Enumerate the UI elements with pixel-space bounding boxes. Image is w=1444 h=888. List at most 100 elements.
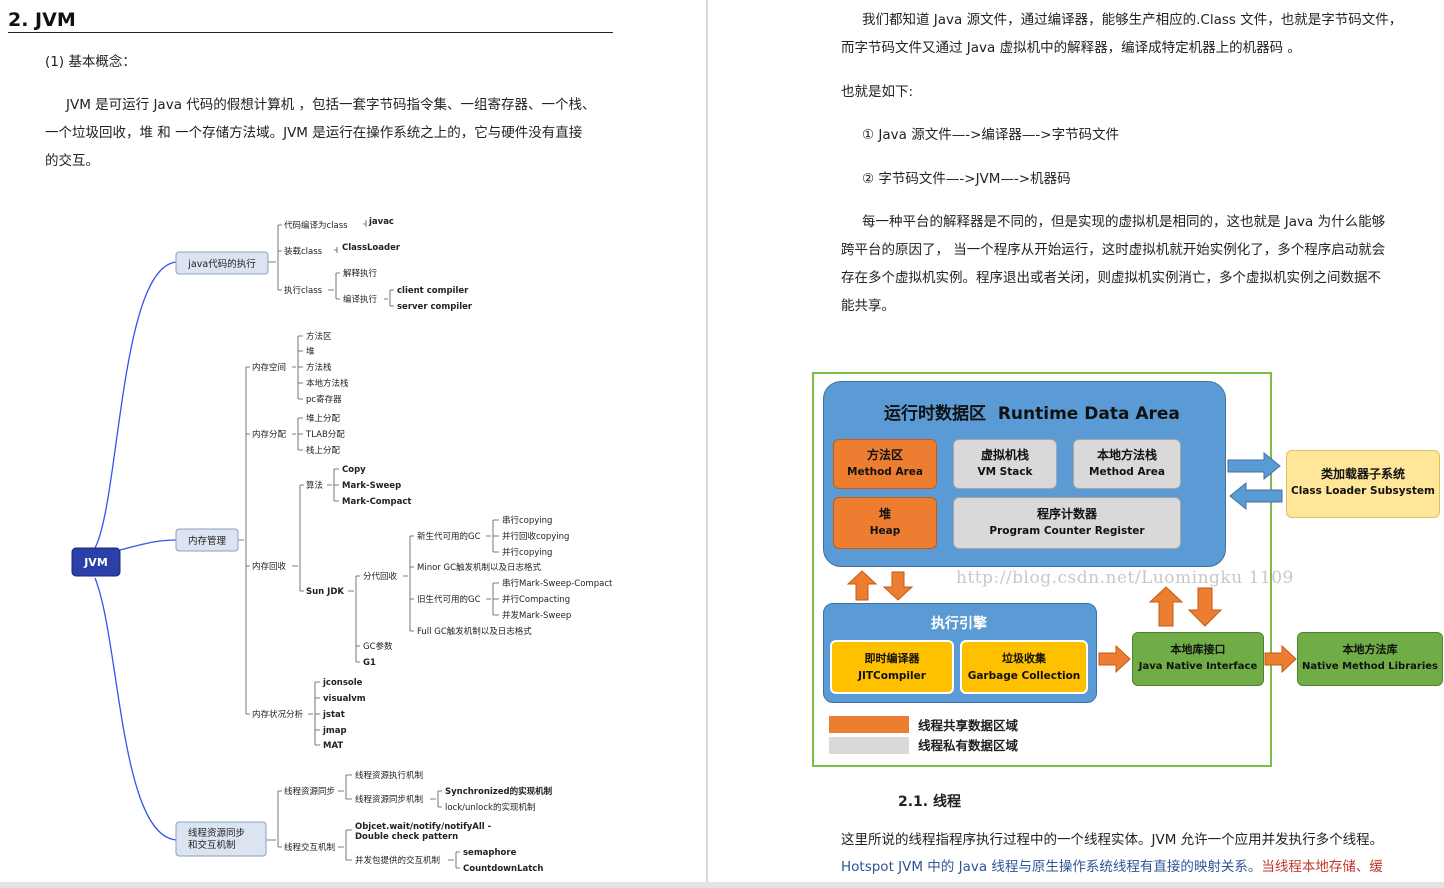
svg-text:方法区: 方法区 — [306, 331, 332, 342]
left-page — [0, 0, 706, 888]
svg-text:ClassLoader: ClassLoader — [342, 243, 401, 253]
svg-text:javac: javac — [368, 217, 394, 227]
svg-text:代码编译为class: 代码编译为class — [284, 220, 348, 231]
svg-text:线程资源同步: 线程资源同步 — [284, 786, 335, 797]
box-label: 垃圾收集 — [1002, 652, 1046, 665]
svg-text:方法栈: 方法栈 — [306, 362, 332, 373]
svg-text:并行copying: 并行copying — [502, 547, 552, 558]
engine-title: 执行引擎 — [931, 616, 987, 632]
svg-text:本地方法栈: 本地方法栈 — [306, 378, 349, 389]
svg-text:Copy: Copy — [342, 465, 366, 475]
svg-text:内存空间: 内存空间 — [252, 362, 286, 373]
mindmap-label: 内存管理 — [188, 535, 227, 547]
svg-text:线程资源同步机制: 线程资源同步机制 — [355, 794, 423, 805]
runtime-title-cn: 运行时数据区 — [884, 404, 986, 424]
svg-text:semaphore: semaphore — [463, 848, 517, 858]
box-label: Garbage Collection — [967, 670, 1081, 682]
svg-text:解释执行: 解释执行 — [343, 268, 378, 279]
svg-text:jstat: jstat — [322, 710, 345, 720]
mindmap-label: 线程资源同步 — [188, 827, 245, 839]
svg-text:装载class: 装载class — [284, 246, 323, 257]
step-2: ② 字节码文件—->JVM—->机器码 — [862, 171, 1071, 187]
legend-private-label: 线程私有数据区域 — [918, 738, 1019, 753]
arrow-right-icon — [1098, 645, 1131, 673]
mindmap-node-mem — [175, 528, 239, 552]
subheading: (1) 基本概念： — [45, 54, 136, 70]
svg-text:visualvm: visualvm — [323, 694, 366, 704]
section-heading: 2. JVM — [8, 9, 76, 31]
highlight-blue: Hotspot JVM 中的 Java 线程与原生操作系统线程有直接的映射关系。 — [841, 859, 1262, 875]
box-label: 虚拟机栈 — [980, 448, 1029, 462]
mindmap-node-exec — [175, 251, 269, 275]
svg-text:lock/unlock的实现机制: lock/unlock的实现机制 — [445, 802, 535, 813]
method-area-box: 方法区 Method Area — [833, 439, 937, 489]
svg-text:G1: G1 — [363, 658, 376, 668]
svg-text:串行copying: 串行copying — [502, 515, 552, 526]
svg-text:串行Mark-Sweep-Compact: 串行Mark-Sweep-Compact — [502, 578, 613, 589]
subsection-heading: 2.1. 线程 — [898, 794, 961, 810]
arrow-left-icon — [1229, 481, 1283, 511]
svg-text:GC参数: GC参数 — [363, 641, 393, 652]
page-divider — [706, 0, 708, 888]
box-label: Program Counter Register — [989, 525, 1145, 537]
svg-text:内存状况分析: 内存状况分析 — [252, 709, 304, 720]
svg-text:Synchronized的实现机制: Synchronized的实现机制 — [445, 786, 553, 797]
box-label: 程序计数器 — [1036, 507, 1097, 521]
svg-text:线程资源执行机制: 线程资源执行机制 — [355, 770, 423, 781]
watermark: http://blog.csdn.net/Luomingku 1109 — [956, 568, 1294, 588]
mindmap-root-node — [71, 547, 121, 577]
arrow-up-icon — [846, 570, 878, 601]
highlight-red: 当线程本地存储、缓 — [1261, 859, 1383, 875]
svg-text:pc寄存器: pc寄存器 — [306, 394, 342, 405]
box-label: 本地方法库 — [1342, 643, 1398, 656]
heap-box: 堆 Heap — [833, 497, 937, 549]
svg-text:Objcet.wait/notify/notifyAll -: Objcet.wait/notify/notifyAll - — [355, 822, 492, 832]
box-label: VM Stack — [977, 466, 1033, 478]
box-label: Class Loader Subsystem — [1291, 485, 1435, 497]
pc-register-box: 程序计数器 Program Counter Register — [953, 497, 1181, 549]
svg-text:堆上分配: 堆上分配 — [306, 413, 341, 424]
svg-text:栈上分配: 栈上分配 — [306, 445, 341, 456]
svg-text:旧生代可用的GC: 旧生代可用的GC — [417, 594, 481, 605]
engine-jni-arrow — [1098, 645, 1131, 673]
native-stack-box: 本地方法栈 Method Area — [1073, 439, 1181, 489]
jvm-mindmap: JVM java代码的执行 内存管理 线程资源同步 和交互机制 代码编译为cla… — [71, 217, 613, 874]
svg-text:编译执行: 编译执行 — [343, 294, 378, 305]
svg-text:client compiler: client compiler — [397, 286, 469, 296]
runtime-engine-arrows — [846, 570, 914, 601]
box-label: 堆 — [878, 507, 891, 521]
class-loader-box: 类加载器子系统 Class Loader Subsystem — [1286, 450, 1440, 518]
svg-text:并行Compacting: 并行Compacting — [502, 594, 570, 605]
paragraph-line: JVM 是可运行 Java 代码的假想计算机 ，包括一套字节码指令集、一组寄存器… — [66, 97, 596, 113]
mindmap-root-label: JVM — [83, 556, 108, 569]
box-label: Java Native Interface — [1138, 661, 1258, 672]
svg-text:jmap: jmap — [322, 726, 347, 736]
svg-text:堆: 堆 — [306, 346, 315, 357]
svg-text:并发Mark-Sweep: 并发Mark-Sweep — [502, 610, 571, 621]
svg-text:server compiler: server compiler — [397, 302, 473, 312]
paragraph-line: 存在多个虚拟机实例。程序退出或者关闭，则虚拟机实例消亡，多个虚拟机实例之间数据不 — [841, 270, 1381, 286]
garbage-collection-box: 垃圾收集 Garbage Collection — [960, 640, 1088, 694]
svg-text:并发包提供的交互机制: 并发包提供的交互机制 — [355, 855, 440, 866]
svg-text:Full GC触发机制以及日志格式: Full GC触发机制以及日志格式 — [417, 626, 532, 637]
legend-private-swatch — [829, 737, 909, 754]
jni-arrows — [1148, 586, 1223, 627]
jni-nml-arrow — [1264, 645, 1297, 673]
box-label: 本地库接口 — [1170, 643, 1226, 656]
bottom-scroll-strip — [0, 882, 1444, 888]
arrow-right-icon — [1227, 452, 1281, 481]
mindmap-node-thread — [175, 821, 267, 857]
svg-text:jconsole: jconsole — [322, 678, 363, 688]
paragraph-line: 也就是如下: — [841, 84, 914, 100]
paragraph-line: 的交互。 — [45, 153, 99, 169]
runtime-title: 运行时数据区 Runtime Data Area — [884, 403, 1180, 425]
paragraph-line: 跨平台的原因了， 当一个程序从开始运行，这时虚拟机就开始实例化了，多个程序启动就… — [841, 242, 1386, 258]
svg-text:Sun JDK: Sun JDK — [306, 587, 344, 597]
box-label: Method Area — [847, 466, 923, 478]
arrow-up-icon — [1148, 586, 1184, 627]
svg-text:Double check pattern: Double check pattern — [355, 832, 458, 842]
box-label: 类加载器子系统 — [1320, 467, 1405, 481]
svg-text:算法: 算法 — [306, 480, 323, 491]
vm-stack-box: 虚拟机栈 VM Stack — [953, 439, 1057, 489]
paragraph-line: 这里所说的线程指程序执行过程中的一个线程实体。JVM 允许一个应用并发执行多个线… — [841, 832, 1384, 848]
